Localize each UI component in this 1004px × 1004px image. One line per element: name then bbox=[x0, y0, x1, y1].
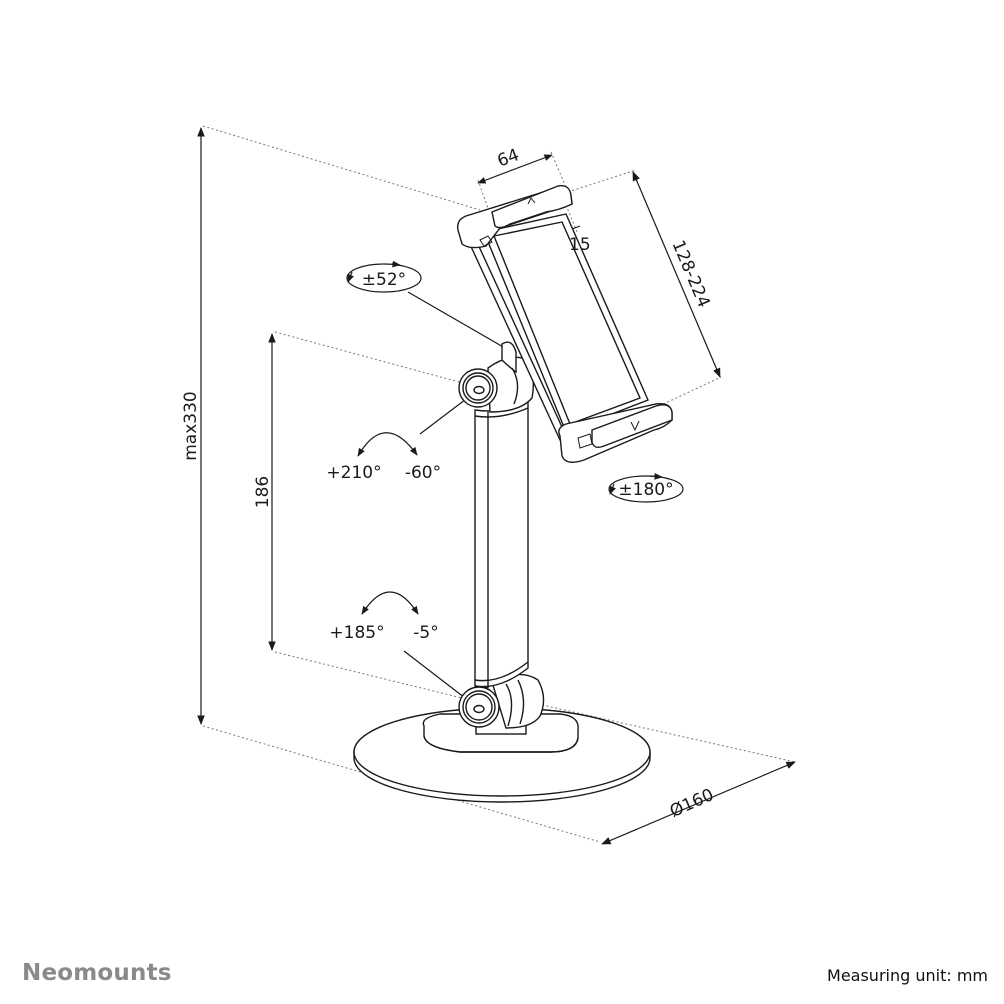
lower-joint-minus-label: -5° bbox=[413, 623, 438, 643]
lower-joint-plus-label: +185° bbox=[329, 623, 384, 643]
measuring-unit-note: Measuring unit: mm bbox=[827, 966, 988, 985]
extension-lines bbox=[202, 125, 796, 843]
max-height-label: max330 bbox=[181, 391, 201, 461]
tablet-range-label: 128-224 bbox=[668, 237, 714, 310]
vertical-arm bbox=[474, 400, 529, 689]
upper-joint bbox=[458, 341, 535, 413]
clamp-depth-label: 15 bbox=[569, 235, 591, 255]
arm-height-label: 186 bbox=[253, 476, 273, 508]
rotation-arrows bbox=[346, 260, 684, 615]
brand-logo: Neomounts bbox=[22, 960, 172, 986]
swivel-label: ±180° bbox=[618, 480, 673, 500]
tilt-label: ±52° bbox=[362, 270, 406, 290]
tablet-holder bbox=[456, 185, 673, 463]
lower-joint bbox=[458, 673, 545, 735]
upper-joint-minus-label: -60° bbox=[405, 463, 441, 483]
base-diameter-label: Ø160 bbox=[667, 785, 717, 822]
upper-joint-plus-label: +210° bbox=[326, 463, 381, 483]
